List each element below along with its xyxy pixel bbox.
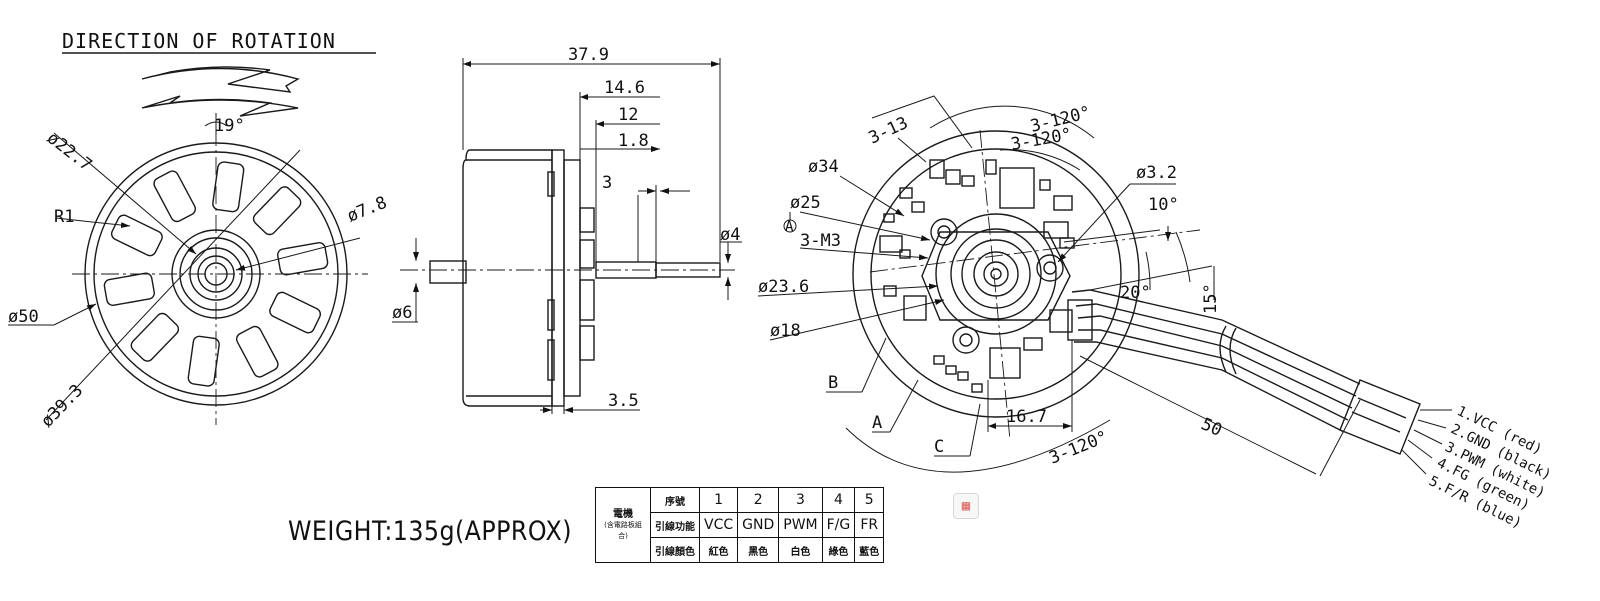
vent-slot bbox=[269, 291, 322, 334]
table-cell: 白色 bbox=[778, 537, 823, 563]
table-cell: VCC bbox=[698, 512, 739, 538]
table-cell: FR bbox=[854, 512, 885, 538]
dim-dia-22-7: ø22.7 bbox=[43, 128, 96, 175]
pcb-component bbox=[1049, 309, 1073, 333]
dim-len-37-9: 37.9 bbox=[568, 45, 609, 65]
pcb-component bbox=[903, 295, 927, 321]
table-cell: 2 bbox=[737, 487, 780, 513]
dim-len-50: 50 bbox=[1198, 414, 1225, 441]
dim-r1: R1 bbox=[54, 207, 74, 227]
dim-dia-18: ø18 bbox=[770, 321, 801, 341]
dim-dia-7-8: ø7.8 bbox=[344, 193, 389, 227]
vent-slot bbox=[235, 325, 279, 378]
dim-angle-10: 10° bbox=[1148, 195, 1179, 215]
table-cell: 藍色 bbox=[854, 537, 885, 563]
wire-table-corner: 電機 (含電路板組合) bbox=[595, 487, 651, 563]
dim-dia-39-3: ø39.3 bbox=[37, 381, 87, 432]
pcb-component bbox=[945, 365, 957, 375]
dim-dia-25: ø25 bbox=[790, 193, 821, 213]
table-cell: 3 bbox=[778, 487, 823, 513]
dim-len-12: 12 bbox=[618, 105, 638, 125]
table-cell: 1 bbox=[698, 487, 739, 513]
pcb-component bbox=[971, 383, 983, 393]
dim-len-3-5: 3.5 bbox=[608, 391, 639, 411]
rear-view bbox=[852, 129, 1452, 475]
label-c: C bbox=[934, 437, 944, 457]
row-header-function: 引線功能 bbox=[650, 512, 700, 538]
pcb-component bbox=[899, 187, 913, 199]
table-cell: F/G bbox=[821, 512, 856, 538]
pcb-component bbox=[999, 167, 1035, 209]
pcb-component bbox=[899, 249, 911, 259]
rotation-direction-icon bbox=[141, 66, 300, 117]
weight-label: WEIGHT:135g(APPROX) bbox=[288, 516, 572, 547]
pcb-component bbox=[883, 285, 897, 297]
label-a: A bbox=[872, 413, 882, 433]
vent-slot bbox=[130, 312, 180, 362]
dim-angle-20: 20° bbox=[1120, 283, 1151, 303]
pcb-component bbox=[1023, 337, 1043, 351]
pcb-component bbox=[1053, 195, 1073, 211]
dim-dia-50: ø50 bbox=[8, 307, 39, 327]
dim-dia-34: ø34 bbox=[808, 157, 839, 177]
vent-slot bbox=[103, 272, 155, 307]
dim-dia-3-2: ø3.2 bbox=[1136, 163, 1177, 183]
table-cell: 綠色 bbox=[821, 537, 856, 563]
dim-angle-15: 15° bbox=[1201, 283, 1221, 314]
rotation-title: DIRECTION OF ROTATION bbox=[62, 29, 376, 54]
svg-text:DIRECTION OF ROTATION: DIRECTION OF ROTATION bbox=[62, 29, 336, 53]
pcb-component bbox=[961, 175, 975, 187]
pcb-component bbox=[1039, 179, 1051, 191]
table-icon[interactable]: ▦ bbox=[953, 493, 979, 519]
dim-3-m3: 3-M3 bbox=[800, 231, 841, 251]
pcb-component bbox=[957, 371, 969, 381]
pcb-component bbox=[883, 213, 895, 223]
pcb-component bbox=[929, 159, 945, 179]
pcb-component bbox=[1059, 237, 1075, 249]
pcb-component bbox=[879, 235, 903, 253]
rear-view-dimensions: 3-13 3-120° 3-120° ø34 ø3.2 ø25 10° A 3-… bbox=[757, 95, 1361, 477]
dim-angle-19: 19° bbox=[214, 116, 245, 136]
pcb-component bbox=[1067, 299, 1093, 341]
vent-slot bbox=[277, 241, 329, 276]
wire-labels: 1.VCC (red) 2.GND (black) 3.PWM (white) … bbox=[1426, 403, 1554, 532]
side-view bbox=[392, 58, 742, 414]
vent-slot bbox=[252, 186, 302, 236]
row-header-number: 序號 bbox=[650, 487, 700, 513]
table-cell: 4 bbox=[821, 487, 856, 513]
vent-slot bbox=[187, 335, 220, 387]
pcb-component bbox=[985, 159, 997, 175]
pcb-component bbox=[1043, 221, 1069, 239]
svg-text:A: A bbox=[785, 219, 794, 235]
dim-len-16-7: 16.7 bbox=[1006, 407, 1047, 427]
dim-len-3: 3 bbox=[602, 173, 612, 193]
front-view bbox=[72, 128, 368, 425]
pcb-component bbox=[933, 355, 945, 365]
pcb-component bbox=[989, 347, 1021, 379]
front-view-dimensions: 19° R1 ø7.8 ø50 ø22.7 ø39.3 bbox=[8, 113, 390, 431]
vent-slot bbox=[212, 161, 245, 213]
table-cell: 黑色 bbox=[737, 537, 780, 563]
row-header-color: 引線顏色 bbox=[650, 537, 700, 563]
datum-symbol-icon: A bbox=[783, 212, 797, 235]
table-cell: 紅色 bbox=[698, 537, 739, 563]
wire-table: 電機 (含電路板組合) 序號 1 2 3 4 5 引線功能 VCC GND PW… bbox=[595, 487, 885, 563]
pcb-component bbox=[945, 169, 961, 185]
pcb-component bbox=[911, 201, 925, 213]
dim-dia-4: ø4 bbox=[720, 225, 740, 245]
dim-angle-3-120-b: 3-120° bbox=[1009, 125, 1073, 155]
dim-len-1-8: 1.8 bbox=[618, 131, 649, 151]
table-cell: 5 bbox=[854, 487, 885, 513]
dim-angle-3-120-c: 3-120° bbox=[1046, 427, 1110, 469]
table-cell: GND bbox=[737, 512, 780, 538]
dim-dia-6: ø6 bbox=[392, 303, 412, 323]
dim-dia-23-6: ø23.6 bbox=[758, 277, 809, 297]
table-cell: PWM bbox=[778, 512, 823, 538]
side-view-dimensions: 37.9 14.6 12 1.8 3 ø4 ø6 3.5 bbox=[392, 45, 740, 411]
label-b: B bbox=[828, 373, 838, 393]
vent-slot bbox=[153, 170, 197, 223]
dim-len-14-6: 14.6 bbox=[604, 78, 645, 98]
